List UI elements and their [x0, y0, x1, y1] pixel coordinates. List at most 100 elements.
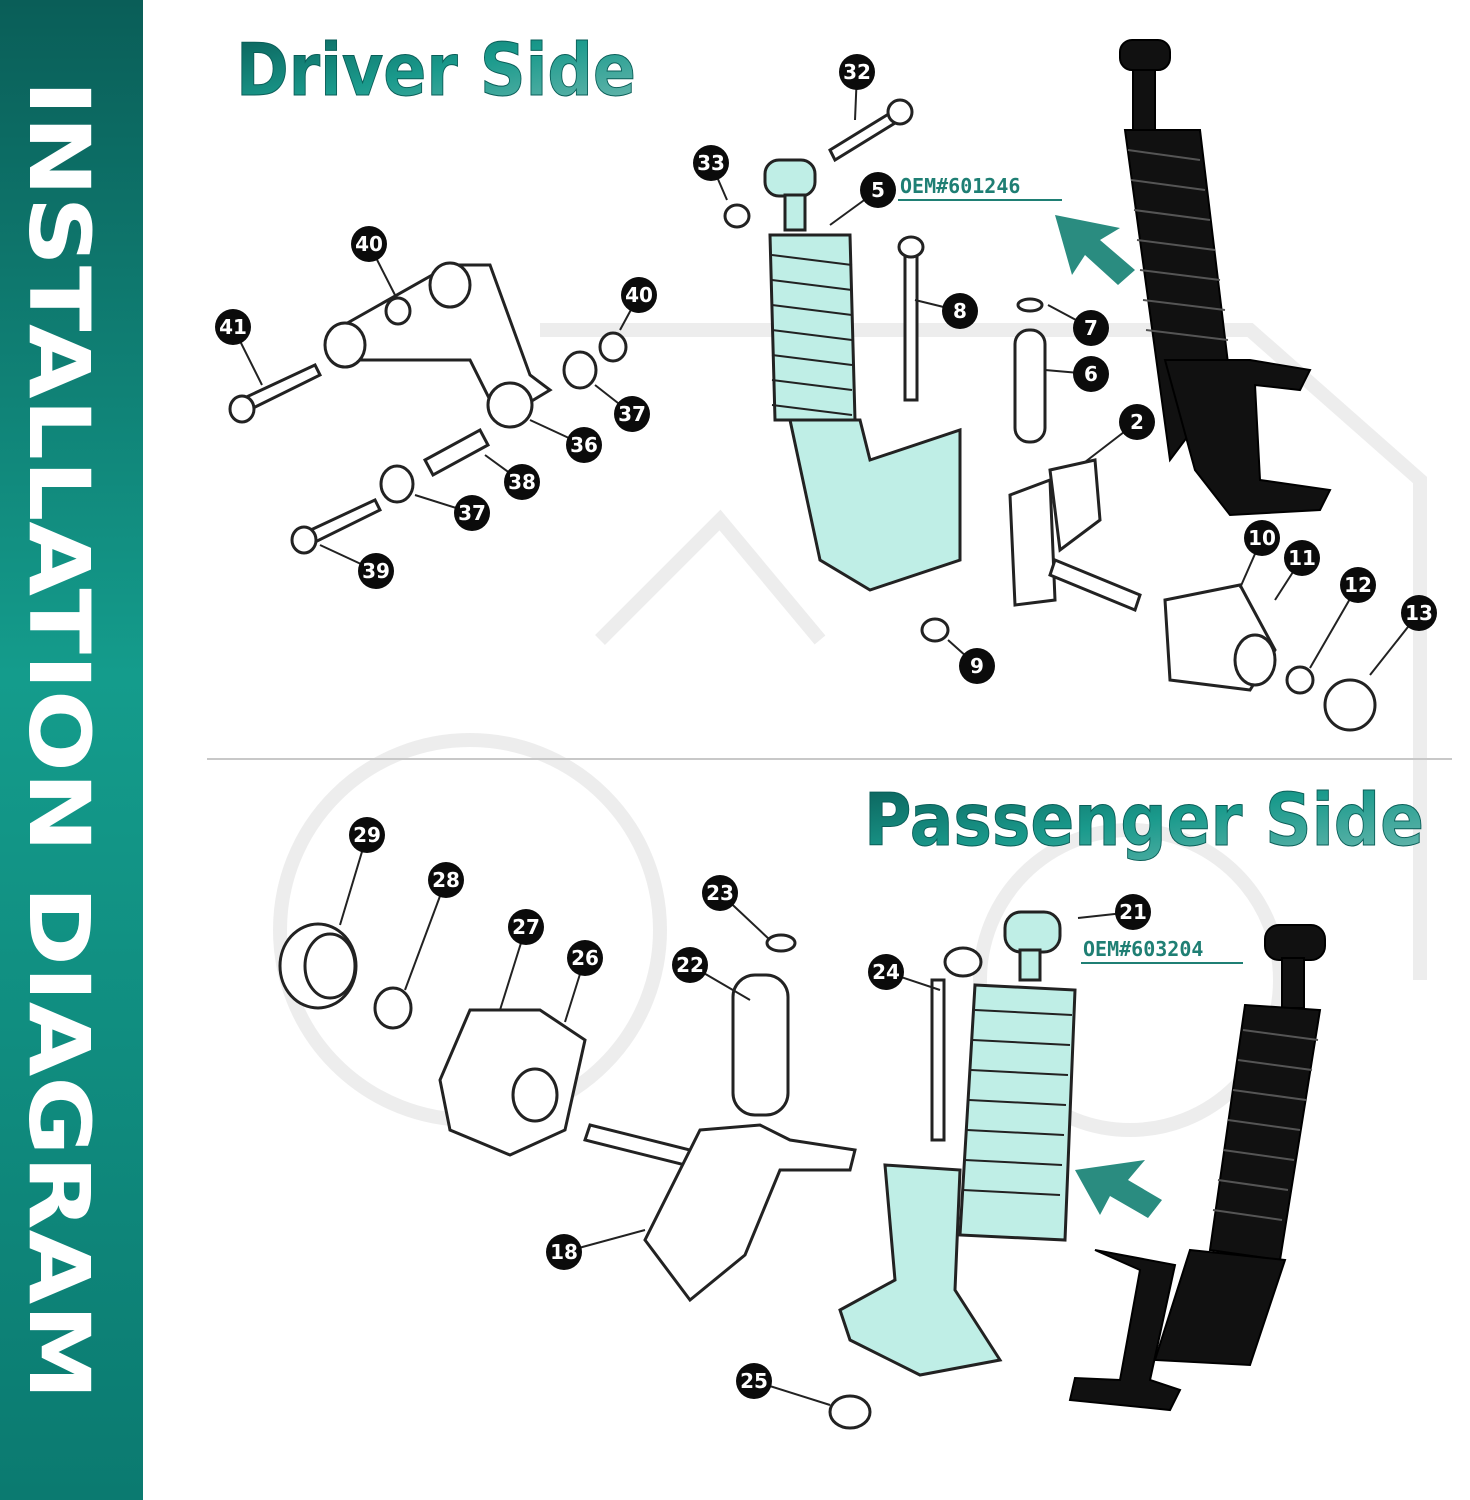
sidebar-band: INSTALLATION DIAGRAM	[0, 0, 143, 1500]
driver-oem-label: OEM#601246	[900, 174, 1020, 198]
driver-callout-13: 13	[1401, 595, 1437, 631]
callout-number: 39	[362, 559, 390, 583]
callout-number: 27	[512, 915, 540, 939]
arrow-icon	[1075, 1160, 1162, 1218]
callout-circle	[358, 553, 394, 589]
passenger-callout-24: 24	[868, 954, 904, 990]
sleeve-icon	[731, 933, 797, 1117]
callout-number: 38	[508, 470, 536, 494]
callout-number: 9	[970, 654, 984, 678]
callout-circle	[1119, 404, 1155, 440]
callouts-layer: 3233540414087637362383739101112139292823…	[215, 54, 1437, 1406]
bolt-icon	[228, 363, 383, 555]
callout-circle	[736, 1363, 772, 1399]
passenger-callout-25: 25	[736, 1363, 772, 1399]
a-arm-icon	[323, 261, 553, 429]
spring-coils	[1212, 1029, 1319, 1221]
passenger-callout-29: 29	[349, 817, 385, 853]
callout-number: 28	[432, 868, 460, 892]
hub-icon	[438, 1008, 587, 1157]
callout-number: 41	[219, 315, 247, 339]
callout-circle	[1244, 520, 1280, 556]
passenger-callout-26: 26	[567, 940, 603, 976]
driver-callout-37: 37	[614, 396, 650, 432]
passenger-callout-21: 21	[1115, 894, 1151, 930]
driver-callout-38: 38	[504, 464, 540, 500]
bolt-icon	[723, 98, 925, 402]
callout-circle	[959, 648, 995, 684]
spring-coils	[962, 1009, 1073, 1196]
driver-callout-41: 41	[215, 309, 251, 345]
callout-circle	[1401, 595, 1437, 631]
dust-cap-icon	[278, 922, 413, 1030]
callout-number: 13	[1405, 601, 1433, 625]
sidebar-label-svg: INSTALLATION DIAGRAM	[10, 80, 108, 1400]
callout-circle	[215, 309, 251, 345]
shock-absorber-icon	[838, 910, 1077, 1377]
callout-number: 37	[458, 501, 486, 525]
callout-number: 37	[618, 402, 646, 426]
callout-circle	[702, 875, 738, 911]
callout-number: 33	[697, 151, 725, 175]
passenger-callout-28: 28	[428, 862, 464, 898]
driver-callout-9: 9	[959, 648, 995, 684]
replacement-shock-icon	[1068, 924, 1326, 1412]
callout-circle	[614, 396, 650, 432]
callout-circle	[567, 940, 603, 976]
driver-callout-2: 2	[1119, 404, 1155, 440]
callout-number: 22	[676, 953, 704, 977]
callout-number: 12	[1344, 573, 1372, 597]
callout-number: 11	[1288, 546, 1316, 570]
driver-callout-6: 6	[1073, 356, 1109, 392]
callout-number: 24	[872, 960, 900, 984]
callout-number: 18	[550, 1240, 578, 1264]
driver-callout-37: 37	[454, 495, 490, 531]
callout-number: 40	[625, 283, 653, 307]
passenger-callout-18: 18	[546, 1234, 582, 1270]
arrow-icon	[1055, 215, 1135, 285]
callout-circle	[504, 464, 540, 500]
callout-circle	[672, 947, 708, 983]
spring-coils	[1127, 149, 1229, 341]
driver-callout-36: 36	[566, 427, 602, 463]
callout-circle	[566, 427, 602, 463]
callout-circle	[349, 817, 385, 853]
driver-callout-10: 10	[1244, 520, 1280, 556]
callout-circle	[428, 862, 464, 898]
passenger-callout-22: 22	[672, 947, 708, 983]
callout-circle	[868, 954, 904, 990]
callout-circle	[621, 277, 657, 313]
bolt-icon	[828, 946, 983, 1430]
sleeve-icon	[1013, 297, 1047, 444]
driver-callout-5: 5	[860, 172, 896, 208]
driver-callout-11: 11	[1284, 540, 1320, 576]
callout-circle	[1284, 540, 1320, 576]
bushing-icon	[379, 331, 628, 504]
callout-number: 29	[353, 823, 381, 847]
driver-side-title: Driver Side	[236, 28, 636, 112]
passenger-side-title: Passenger Side	[864, 778, 1424, 862]
driver-callout-8: 8	[942, 293, 978, 329]
callout-circle	[508, 909, 544, 945]
passenger-leader-line	[404, 879, 447, 991]
passenger-callout-27: 27	[508, 909, 544, 945]
callout-circle	[942, 293, 978, 329]
callout-circle	[693, 145, 729, 181]
callout-number: 21	[1119, 900, 1147, 924]
driver-callout-33: 33	[693, 145, 729, 181]
hub-icon	[1163, 583, 1377, 732]
shock-absorber-icon	[763, 158, 962, 592]
callout-circle	[1115, 894, 1151, 930]
callout-number: 5	[871, 178, 885, 202]
callout-number: 26	[571, 946, 599, 970]
spring-coils	[771, 254, 853, 416]
replacement-shock-icon	[1119, 39, 1332, 517]
callout-number: 40	[355, 232, 383, 256]
callout-circle	[1073, 356, 1109, 392]
driver-callout-39: 39	[358, 553, 394, 589]
driver-callout-40: 40	[351, 226, 387, 262]
passenger-oem-label: OEM#603204	[1083, 937, 1203, 961]
callout-circle	[839, 54, 875, 90]
driver-callout-12: 12	[1340, 567, 1376, 603]
